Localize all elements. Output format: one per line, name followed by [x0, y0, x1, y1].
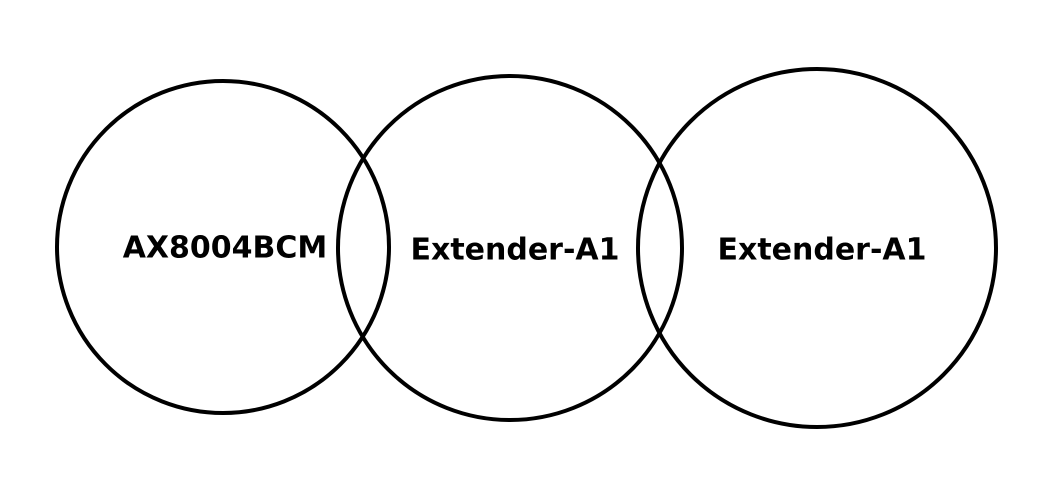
node-extender-2: Extender-A1: [636, 67, 998, 429]
router-circle: [55, 79, 391, 415]
extender-2-label: Extender-A1: [717, 233, 926, 268]
node-router: AX8004BCM: [55, 79, 391, 415]
extender-1-label: Extender-A1: [410, 233, 619, 268]
node-extender-1: Extender-A1: [336, 74, 684, 422]
extender-1-circle: [336, 74, 684, 422]
router-label: AX8004BCM: [123, 231, 328, 266]
extender-2-circle: [636, 67, 998, 429]
